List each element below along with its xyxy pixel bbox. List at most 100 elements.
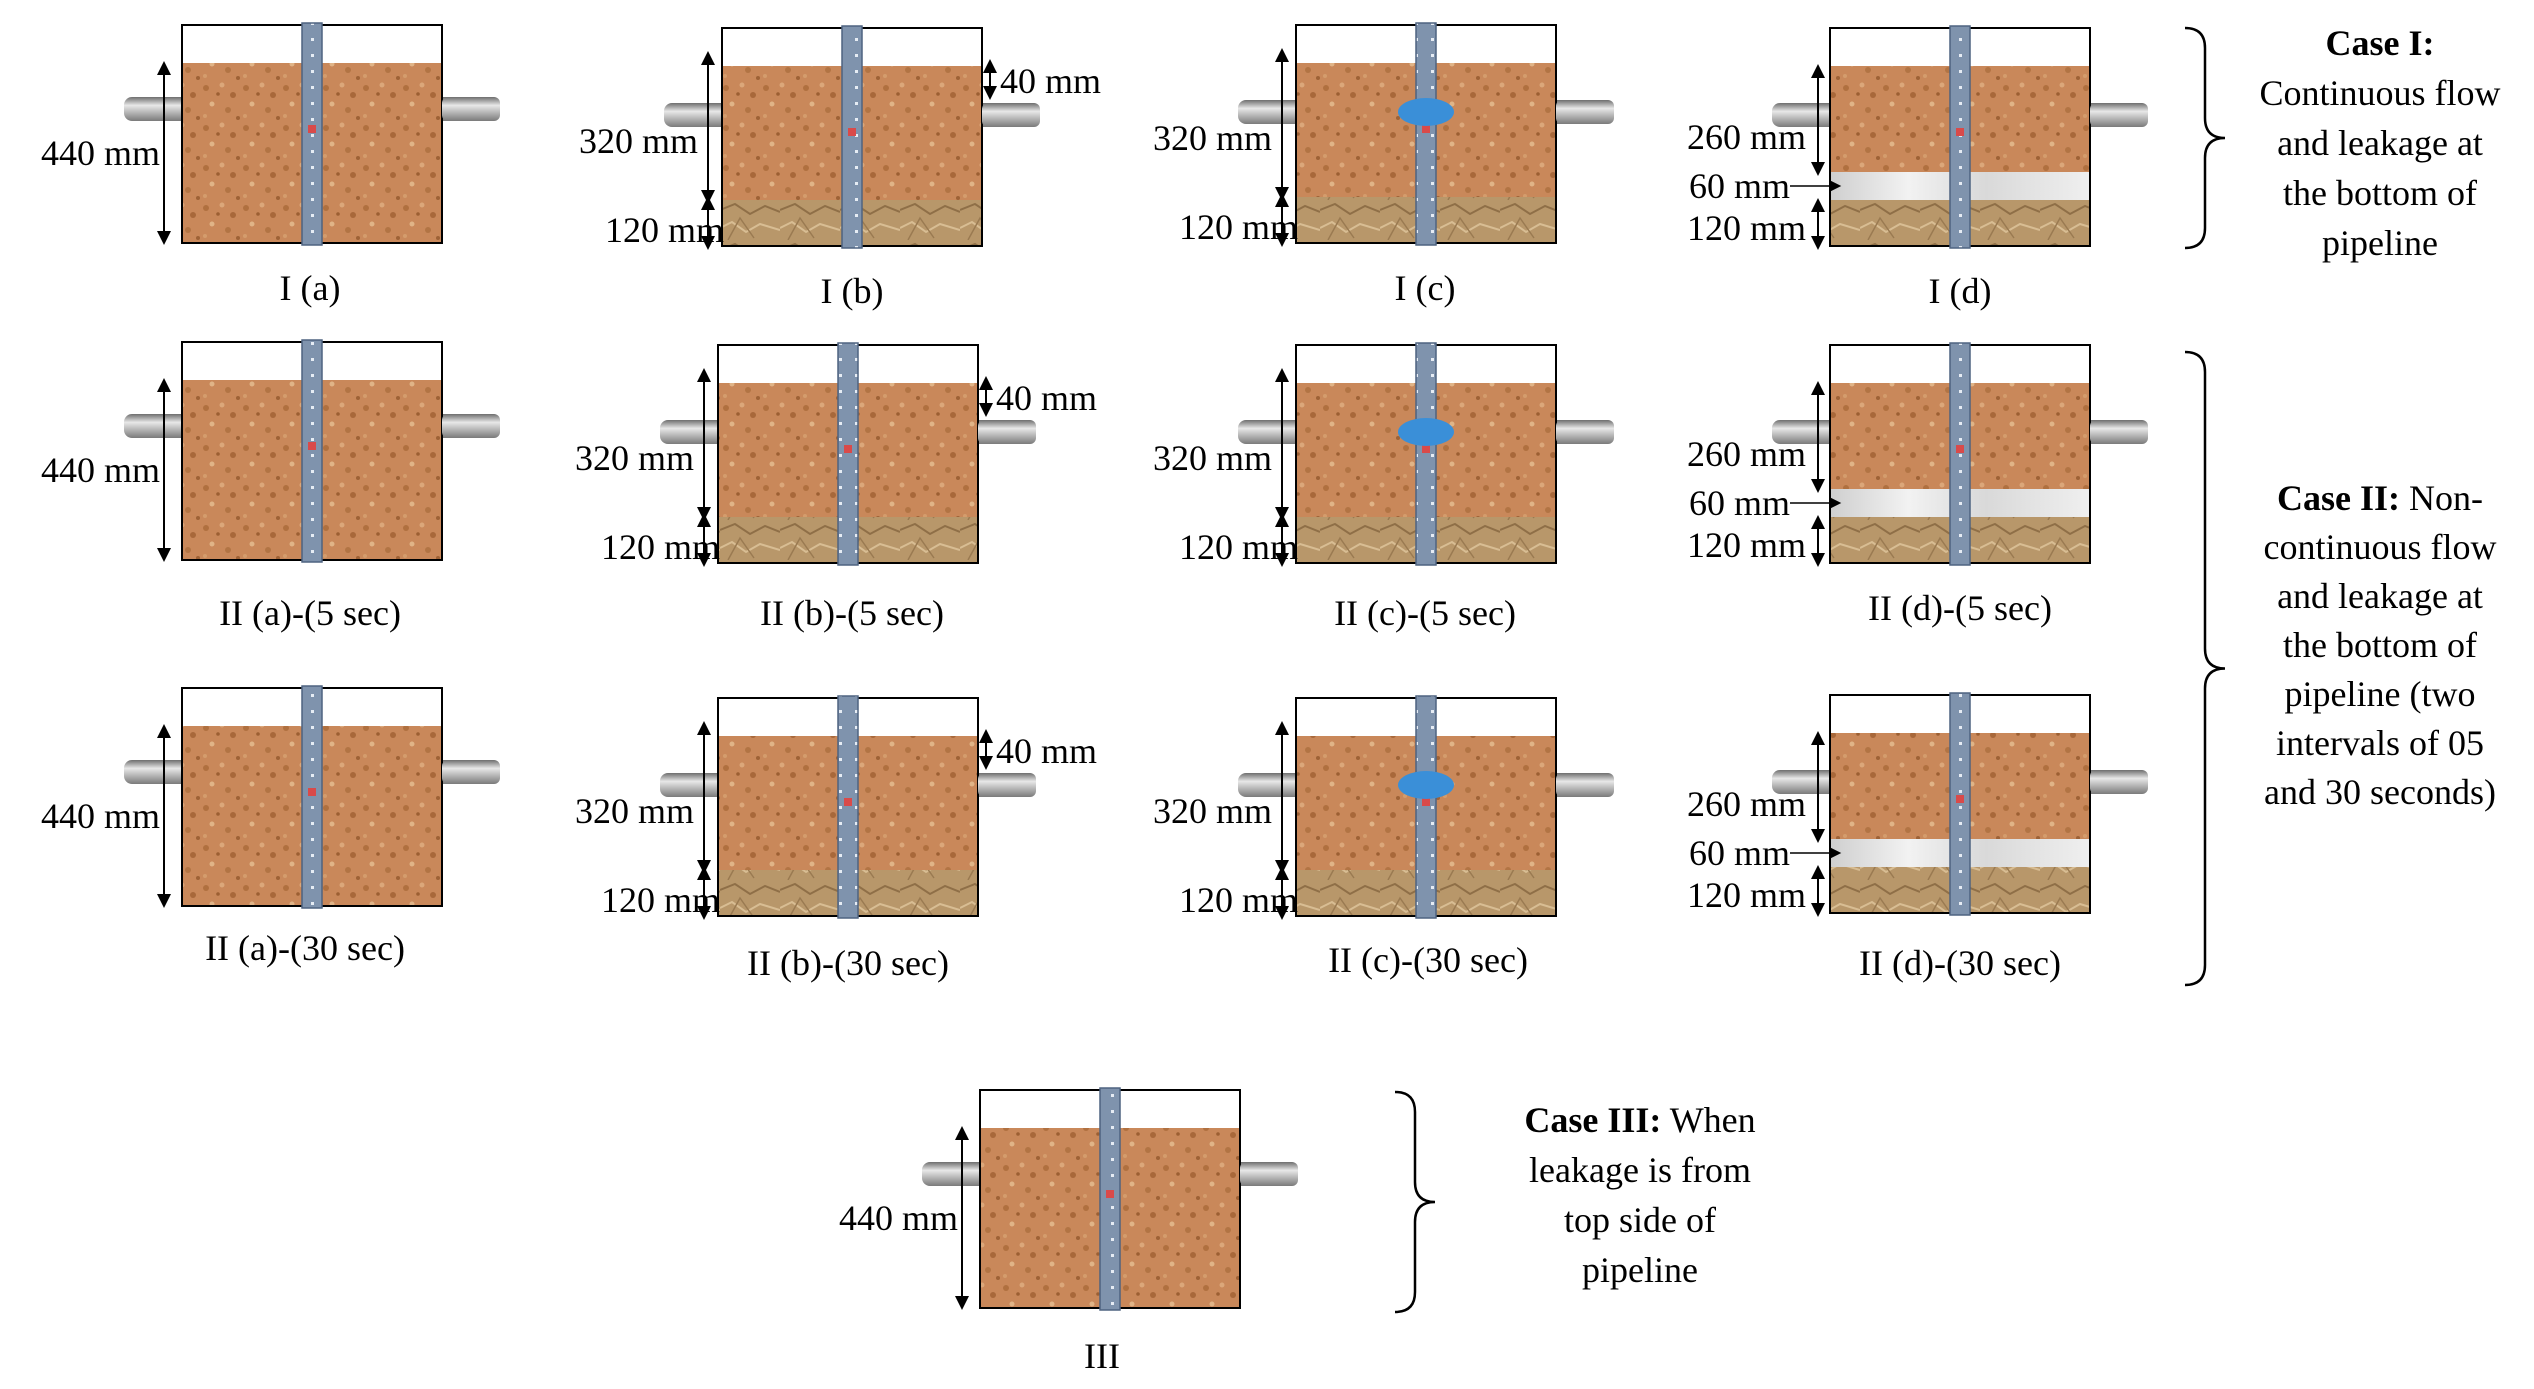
case-ii-description-line: continuous flow	[2264, 527, 2497, 567]
measuring-ruler	[1415, 22, 1437, 246]
ruler-marker	[1422, 798, 1430, 806]
panel-caption: II (d)-(5 sec)	[1868, 588, 2052, 628]
case-ii-description-line: intervals of 05	[2276, 723, 2484, 763]
ruler-marker	[1956, 445, 1964, 453]
case-ii-description-line: pipeline (two	[2285, 674, 2476, 714]
ruler-marker	[1956, 795, 1964, 803]
measuring-ruler	[1415, 695, 1437, 919]
case-ii-description-heading: Case II: Non-	[2277, 478, 2483, 518]
measuring-ruler	[301, 339, 323, 563]
dimension-label: 60 mm	[1689, 833, 1790, 873]
case-i-description-line: Continuous flow	[2259, 73, 2500, 113]
case-ii-brace	[2184, 350, 2226, 987]
measuring-ruler	[1099, 1087, 1121, 1311]
case-i-description-line: pipeline	[2322, 223, 2438, 263]
dimension-label: 120 mm	[1687, 875, 1806, 915]
dimension-label: 120 mm	[601, 527, 720, 567]
pipe-outlet	[442, 760, 500, 784]
dimension-label: 120 mm	[1179, 207, 1298, 247]
pipe-outlet	[1240, 1162, 1298, 1186]
case-ii-description-line: the bottom of	[2283, 625, 2477, 665]
panel-caption: I (d)	[1929, 271, 1992, 311]
panel-caption: III	[1084, 1336, 1120, 1376]
case-i-description-line: the bottom of	[2283, 173, 2477, 213]
dimension-label: 320 mm	[579, 121, 698, 161]
measuring-ruler	[1415, 342, 1437, 566]
pipe-outlet	[442, 97, 500, 121]
dimension-label: 60 mm	[1689, 166, 1790, 206]
panel-III: 440 mm III	[839, 1087, 1298, 1376]
panel-caption: I (b)	[821, 271, 884, 311]
case-i-brace	[2184, 26, 2226, 250]
measuring-ruler	[841, 25, 863, 249]
ruler-marker	[1956, 128, 1964, 136]
leakage-plume	[1398, 771, 1454, 799]
panel-caption: II (a)-(30 sec)	[205, 928, 405, 968]
panel-caption: II (c)-(30 sec)	[1328, 940, 1528, 980]
dimension-label: 60 mm	[1689, 483, 1790, 523]
pipe-outlet	[2090, 420, 2148, 444]
dimension-label: 120 mm	[605, 210, 724, 250]
panel-caption: I (a)	[280, 268, 341, 308]
ruler-marker	[1106, 1190, 1114, 1198]
ruler-marker	[308, 125, 316, 133]
dimension-label: 120 mm	[1179, 527, 1298, 567]
ruler-marker	[1422, 125, 1430, 133]
pipe-outlet	[978, 420, 1036, 444]
dimension-label: 120 mm	[1687, 525, 1806, 565]
case-ii-description-line: and 30 seconds)	[2264, 772, 2496, 812]
dimension-label: 440 mm	[41, 450, 160, 490]
case-iii-description-line: pipeline	[1582, 1250, 1698, 1290]
measuring-ruler	[837, 695, 859, 919]
pipe-outlet	[2090, 103, 2148, 127]
ruler-marker	[848, 128, 856, 136]
dimension-label: 440 mm	[839, 1198, 958, 1238]
measuring-ruler	[1949, 342, 1971, 566]
pipe-outlet	[442, 414, 500, 438]
dimension-label: 260 mm	[1687, 784, 1806, 824]
case-iii-description-line: leakage is from	[1529, 1150, 1751, 1190]
case-ii-description-line: and leakage at	[2277, 576, 2483, 616]
case-ii-description: Case II: Non-continuous flow and leakage …	[2264, 478, 2497, 812]
measuring-ruler	[1949, 25, 1971, 249]
pipe-outlet	[982, 103, 1040, 127]
measuring-ruler	[301, 22, 323, 246]
pipe-outlet	[1556, 773, 1614, 797]
dimension-label: 320 mm	[1153, 791, 1272, 831]
ruler-marker	[308, 788, 316, 796]
pipe-outlet	[2090, 770, 2148, 794]
measuring-ruler	[837, 342, 859, 566]
panel-caption: II (b)-(30 sec)	[747, 943, 949, 983]
dimension-label: 120 mm	[601, 880, 720, 920]
dimension-label: 320 mm	[575, 438, 694, 478]
case-i-description-line: and leakage at	[2277, 123, 2483, 163]
case-iii-brace	[1394, 1090, 1436, 1314]
panel-caption: I (c)	[1395, 268, 1456, 308]
pipe-outlet	[1556, 100, 1614, 124]
dimension-label: 40 mm	[996, 378, 1097, 418]
ruler-marker	[308, 442, 316, 450]
dimension-label: 120 mm	[1179, 880, 1298, 920]
ruler-marker	[844, 798, 852, 806]
dimension-label: 260 mm	[1687, 117, 1806, 157]
pipe-outlet	[978, 773, 1036, 797]
panel-caption: II (c)-(5 sec)	[1334, 593, 1516, 633]
ruler-marker	[1422, 445, 1430, 453]
leakage-plume	[1398, 418, 1454, 446]
dimension-label: 440 mm	[41, 796, 160, 836]
case-iii-description-heading: Case III: When	[1524, 1100, 1755, 1140]
panel-II-a-30: 440 mm II (a)-(30 sec)	[41, 685, 500, 968]
panel-caption: II (b)-(5 sec)	[760, 593, 944, 633]
dimension-label: 120 mm	[1687, 208, 1806, 248]
dimension-label: 260 mm	[1687, 434, 1806, 474]
leakage-plume	[1398, 98, 1454, 126]
